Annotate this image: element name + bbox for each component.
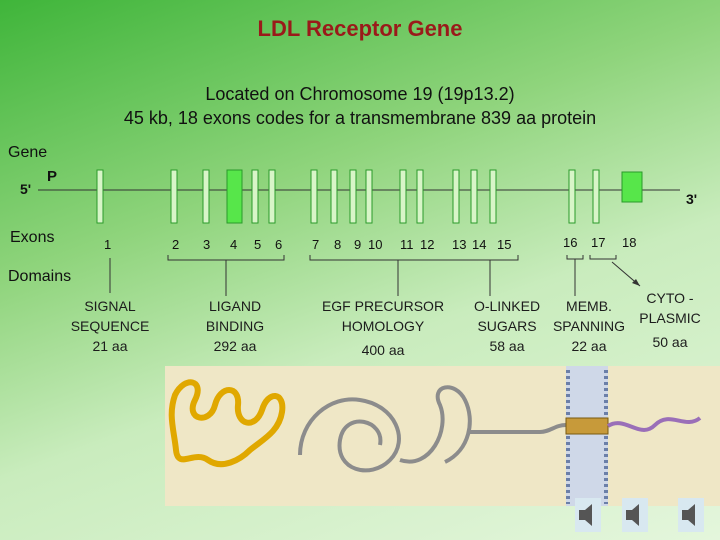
transmembrane-helix [565, 417, 609, 435]
exon-11 [399, 169, 407, 224]
exon-number-14: 14 [472, 237, 487, 252]
domain-ligand-line2: BINDING [205, 318, 265, 334]
domain-olinked-line2: SUGARS [477, 318, 537, 334]
exon-number-12: 12 [420, 237, 435, 252]
domain-olinked-size: 58 aa [489, 338, 525, 354]
exon-4 [226, 169, 243, 224]
exon-5 [251, 169, 259, 224]
protein-illustration [165, 366, 720, 506]
gene-label: Gene [8, 144, 48, 161]
exon-number-11: 11 [400, 237, 414, 252]
domain-egf-size: 400 aa [361, 342, 405, 358]
domain-signal-line2: SEQUENCE [70, 318, 150, 334]
membrane-bilayer [566, 366, 608, 506]
exon-15 [489, 169, 497, 224]
domain-egf-line1: EGF PRECURSOR [321, 298, 445, 314]
subtitle-chromosome: Located on Chromosome 19 (19p13.2) [205, 84, 515, 104]
five-prime-label: 5' [20, 181, 32, 197]
egf-domain-loops [298, 385, 472, 473]
domain-cytoplasmic: CYTO - PLASMIC 50 aa [628, 288, 712, 352]
domain-ligand-line1: LIGAND [208, 298, 262, 314]
domain-ligand-size: 292 aa [213, 338, 257, 354]
speaker-icon[interactable] [678, 498, 704, 532]
arrow-cyto-head [632, 279, 640, 286]
three-prime-label: 3' [686, 191, 698, 207]
exon-3 [202, 169, 210, 224]
speaker-icon[interactable] [622, 498, 648, 532]
domain-olinked-line1: O-LINKED [473, 298, 541, 314]
domain-signal-sequence: SIGNAL SEQUENCE 21 aa [55, 296, 165, 356]
exon-number-13: 13 [452, 237, 467, 252]
domain-signal-size: 21 aa [92, 338, 128, 354]
page-title: LDL Receptor Gene [257, 16, 463, 41]
domain-membrane-spanning: MEMB. SPANNING 22 aa [546, 296, 632, 356]
exon-7 [310, 169, 318, 224]
membrane-core [566, 366, 608, 506]
promoter-label: P [47, 168, 58, 185]
exon-number-4: 4 [230, 237, 238, 252]
exon-number-2: 2 [172, 237, 180, 252]
exon-9 [349, 169, 357, 224]
exon-number-10: 10 [368, 237, 383, 252]
exon-number-7: 7 [312, 237, 320, 252]
olinked-segment [470, 423, 567, 434]
exon-number-6: 6 [275, 237, 283, 252]
domain-cyto-line2: PLASMIC [639, 310, 701, 326]
exon-13 [452, 169, 460, 224]
exon-number-5: 5 [254, 237, 262, 252]
exon-16 [568, 169, 576, 224]
domain-cyto-size: 50 aa [652, 334, 688, 350]
domains-label: Domains [8, 268, 72, 285]
exon-number-17: 17 [591, 235, 606, 250]
exon-number-16: 16 [563, 235, 578, 250]
exon-8 [330, 169, 338, 224]
domain-memb-line1: MEMB. [566, 298, 612, 314]
exon-14 [470, 169, 478, 224]
ligand-binding-coil [168, 379, 286, 468]
bracket-ligand [167, 255, 285, 261]
domain-cyto-line1: CYTO - [646, 290, 694, 306]
exon-number-9: 9 [354, 237, 362, 252]
exon-number-8: 8 [334, 237, 342, 252]
exon-number-3: 3 [203, 237, 211, 252]
bracket-ex17 [589, 255, 617, 260]
domain-brackets [109, 255, 641, 296]
exon-number-1: 1 [104, 237, 112, 252]
exon-2 [170, 169, 178, 224]
domain-egf-line2: HOMOLOGY [341, 318, 425, 334]
domain-memb-size: 22 aa [571, 338, 607, 354]
bracket-egf [309, 255, 519, 261]
exon-12 [416, 169, 424, 224]
exon-18 [621, 171, 643, 203]
exon-10 [365, 169, 373, 224]
subtitle-exons: 45 kb, 18 exons codes for a transmembran… [123, 108, 597, 128]
exon-17 [592, 169, 600, 224]
exon-1 [96, 169, 104, 224]
domain-o-linked: O-LINKED SUGARS 58 aa [462, 296, 552, 356]
domain-memb-line2: SPANNING [552, 318, 626, 334]
bracket-ex16 [566, 255, 584, 260]
cytoplasmic-tail [606, 416, 702, 432]
domain-ligand-binding: LIGAND BINDING 292 aa [180, 296, 290, 356]
exon-number-15: 15 [497, 237, 512, 252]
domain-signal-line1: SIGNAL [84, 298, 136, 314]
domain-egf-precursor: EGF PRECURSOR HOMOLOGY 400 aa [308, 296, 458, 360]
speaker-icon[interactable] [575, 498, 601, 532]
exon-boxes [96, 169, 643, 224]
exon-6 [268, 169, 276, 224]
exons-label: Exons [10, 229, 55, 246]
exon-number-18: 18 [622, 235, 637, 250]
